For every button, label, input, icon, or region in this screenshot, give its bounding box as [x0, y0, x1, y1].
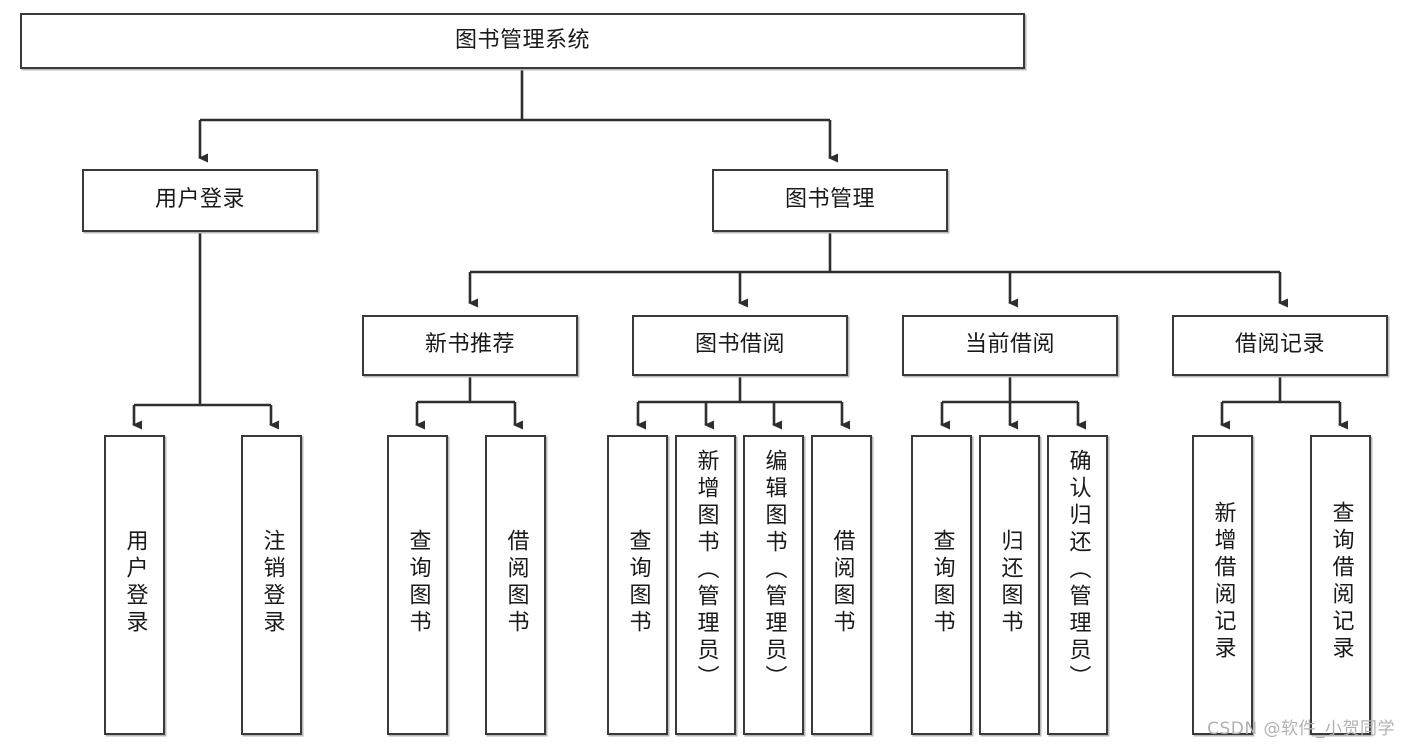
node-user-login[interactable]: 用户登录: [82, 169, 318, 232]
leaf-borrow-book-2[interactable]: 借阅图书: [811, 435, 872, 735]
node-new-book-recommend-label: 新书推荐: [424, 332, 515, 358]
node-book-borrow-label: 图书借阅: [694, 332, 785, 358]
leaf-confirm-return[interactable]: 确认归还（管理员）: [1047, 435, 1108, 735]
leaf-query-book-1-label: 查询图书: [405, 529, 431, 637]
leaf-add-record-label: 新增借阅记录: [1210, 501, 1236, 663]
leaf-borrow-book-2-label: 借阅图书: [829, 529, 855, 637]
leaf-add-record[interactable]: 新增借阅记录: [1192, 435, 1253, 735]
node-borrow-record[interactable]: 借阅记录: [1172, 315, 1388, 376]
leaf-return-book[interactable]: 归还图书: [979, 435, 1040, 735]
leaf-edit-book-label: 编辑图书（管理员）: [761, 449, 787, 692]
leaf-borrow-book-1[interactable]: 借阅图书: [485, 435, 546, 735]
node-book-manage-label: 图书管理: [784, 187, 875, 213]
node-root-label: 图书管理系统: [454, 27, 590, 53]
node-user-login-label: 用户登录: [154, 187, 245, 213]
leaf-query-book-2[interactable]: 查询图书: [607, 435, 668, 735]
node-current-borrow-label: 当前借阅: [964, 332, 1055, 358]
node-borrow-record-label: 借阅记录: [1234, 332, 1325, 358]
leaf-logout-login[interactable]: 注销登录: [241, 435, 302, 735]
node-book-borrow[interactable]: 图书借阅: [632, 315, 848, 376]
leaf-query-record[interactable]: 查询借阅记录: [1310, 435, 1371, 735]
leaf-logout-login-label: 注销登录: [259, 529, 285, 637]
leaf-user-login-label: 用户登录: [122, 529, 148, 637]
leaf-query-book-2-label: 查询图书: [625, 529, 651, 637]
leaf-add-book-label: 新增图书（管理员）: [693, 449, 719, 692]
node-current-borrow[interactable]: 当前借阅: [902, 315, 1118, 376]
node-book-manage[interactable]: 图书管理: [712, 169, 948, 232]
leaf-edit-book[interactable]: 编辑图书（管理员）: [743, 435, 804, 735]
leaf-query-book-3[interactable]: 查询图书: [911, 435, 972, 735]
node-new-book-recommend[interactable]: 新书推荐: [362, 315, 578, 376]
leaf-confirm-return-label: 确认归还（管理员）: [1065, 449, 1091, 692]
node-root[interactable]: 图书管理系统: [20, 13, 1025, 69]
leaf-query-record-label: 查询借阅记录: [1328, 501, 1354, 663]
leaf-query-book-1[interactable]: 查询图书: [387, 435, 448, 735]
leaf-return-book-label: 归还图书: [997, 529, 1023, 637]
leaf-query-book-3-label: 查询图书: [929, 529, 955, 637]
leaf-user-login[interactable]: 用户登录: [104, 435, 165, 735]
leaf-borrow-book-1-label: 借阅图书: [503, 529, 529, 637]
watermark-text: CSDN @软件_小贺同学: [1207, 719, 1395, 739]
leaf-add-book[interactable]: 新增图书（管理员）: [675, 435, 736, 735]
